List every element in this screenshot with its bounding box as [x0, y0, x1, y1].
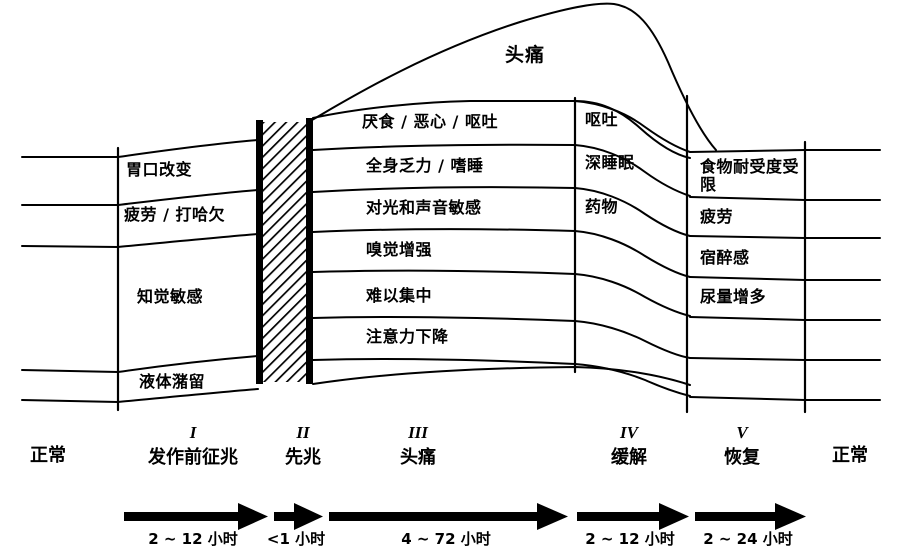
recovery-symptom-2: 疲劳: [700, 207, 734, 226]
headache-envelope-label: 头痛: [504, 44, 546, 66]
prodrome-symptom-3: 知觉敏感: [137, 287, 204, 306]
recovery-symptom-3: 宿醉感: [700, 248, 750, 267]
headache-sep-2: [312, 186, 576, 193]
phase-roman-1: I: [189, 423, 197, 442]
phase-label-normal-left: 正常: [30, 445, 66, 466]
headache-sep-5: [312, 316, 576, 322]
headache-symptom-4: 嗅觉增强: [366, 240, 433, 259]
resolution-sep-3: [574, 230, 691, 278]
recovery-sep-1: [689, 196, 806, 201]
headache-symptom-5: 难以集中: [366, 286, 433, 305]
phase-roman-3: III: [408, 423, 428, 442]
recovery-sep-top: [689, 149, 806, 153]
phase-roman-4: IV: [620, 423, 638, 442]
left-line-5: [21, 399, 119, 403]
left-line-4: [21, 369, 119, 373]
duration-recovery: 2 ~ 24 小时: [703, 530, 793, 548]
aura-bar-right-edge: [306, 118, 313, 384]
headache-sep-3: [312, 228, 576, 233]
prodrome-symptom-4: 液体潴留: [139, 372, 206, 391]
prodrome-sep-1: [117, 189, 259, 206]
phase-label-resolution: 缓解: [611, 447, 647, 468]
duration-arrow-group: [124, 503, 806, 530]
phase-label-recovery: 恢复: [724, 447, 760, 468]
aura-hatched-bar: [262, 122, 308, 382]
arrow-prodrome: [124, 503, 268, 530]
headache-symptom-6: 注意力下降: [366, 327, 449, 346]
aura-bar-left-edge: [256, 120, 263, 384]
headache-symptom-2: 全身乏力 / 嗜睡: [366, 156, 484, 175]
phase-roman-2: II: [296, 423, 310, 442]
resolution-sep-top: [574, 100, 691, 153]
resolution-symptom-2: 深睡眠: [585, 153, 635, 172]
prodrome-sep-3: [117, 355, 259, 373]
recovery-sep-4: [689, 316, 806, 321]
duration-aura: <1 小时: [266, 530, 326, 548]
phase-label-normal-right: 正常: [832, 445, 868, 466]
resolution-sep-2: [574, 187, 691, 237]
prodrome-symptom-2: 疲劳 / 打哈欠: [124, 205, 225, 224]
duration-headache: 4 ~ 72 小时: [401, 530, 491, 548]
headache-sep-1: [312, 143, 576, 151]
band-contour-lines: [21, 2, 881, 414]
recovery-sep-5: [689, 357, 806, 361]
phase-label-aura: 先兆: [285, 447, 321, 468]
prodrome-sep-2: [117, 233, 259, 248]
resolution-sep-1: [574, 144, 691, 197]
arrow-headache: [329, 503, 568, 530]
prodrome-symptom-1: 胃口改变: [126, 160, 193, 179]
phase-label-prodrome: 发作前征兆: [148, 447, 238, 468]
headache-bottom-edge: [312, 366, 691, 386]
headache-sep-6: [312, 358, 576, 365]
recovery-sep-3: [689, 276, 806, 281]
arrow-recovery: [695, 503, 806, 530]
resolution-sep-5: [574, 320, 691, 359]
headache-symptom-3: 对光和声音敏感: [366, 198, 482, 217]
headache-envelope-top: [311, 2, 717, 151]
arrow-aura: [274, 503, 323, 530]
resolution-sep-4: [574, 273, 691, 317]
prodrome-sep-top: [117, 139, 259, 158]
phase-roman-5: V: [736, 423, 748, 442]
headache-symptom-1: 厌食 / 恶心 / 呕吐: [362, 112, 498, 131]
resolution-symptom-3: 药物: [585, 197, 619, 216]
prodrome-sep-bot: [117, 388, 259, 403]
duration-resolution: 2 ~ 12 小时: [585, 530, 675, 548]
recovery-symptom-4: 尿量增多: [700, 287, 767, 306]
recovery-sep-6: [689, 396, 806, 401]
phase-label-headache: 头痛: [400, 447, 436, 468]
recovery-sep-2: [689, 235, 806, 239]
resolution-symptom-1: 呕吐: [585, 110, 619, 129]
headache-sep-4: [312, 269, 576, 275]
arrow-resolution: [577, 503, 689, 530]
recovery-symptom-1: 食物耐受度受限: [700, 157, 800, 195]
duration-prodrome: 2 ~ 12 小时: [148, 530, 238, 548]
resolution-sep-6: [574, 363, 691, 397]
left-line-3: [21, 245, 119, 248]
